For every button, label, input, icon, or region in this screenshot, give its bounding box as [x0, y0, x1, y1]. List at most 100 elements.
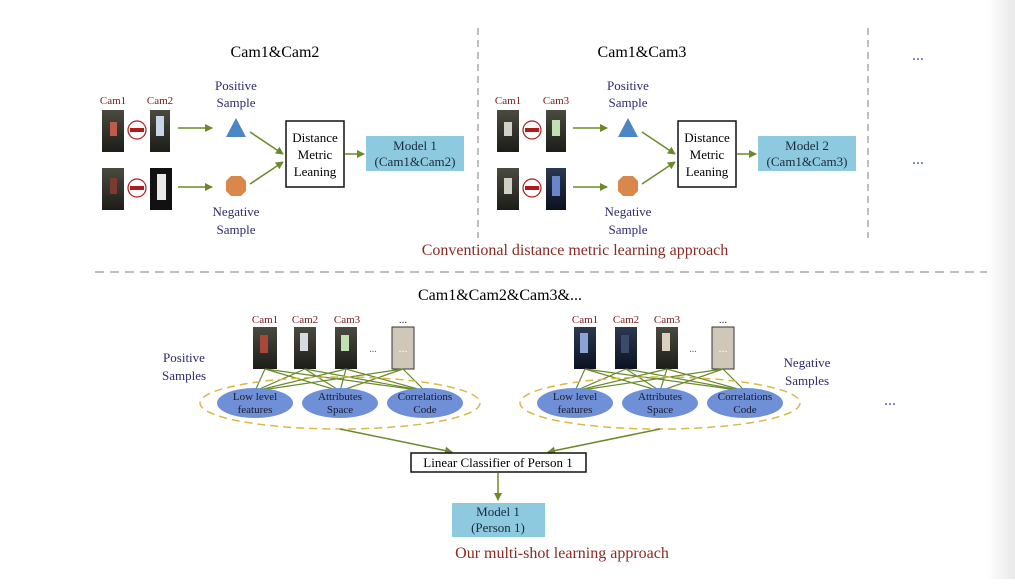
distance-metric-box	[677, 120, 737, 188]
cam-label: Cam3	[334, 314, 361, 326]
positive-sample-label: Positive	[607, 78, 649, 93]
cam-label: Cam2	[147, 95, 173, 107]
person-image-detail	[156, 116, 164, 136]
cam-label: Cam3	[654, 314, 681, 326]
person-image-detail	[300, 333, 308, 351]
panel-title: Cam1&Cam3	[598, 44, 687, 61]
feature-label: Space	[647, 404, 673, 416]
cam-label: Cam3	[543, 95, 570, 107]
person-image-detail	[580, 333, 588, 353]
arrow	[547, 428, 661, 455]
not-equal-bar	[525, 186, 539, 190]
ellipsis: ...	[912, 151, 924, 168]
cam-label: Cam1	[252, 314, 278, 326]
feature-label: Correlations	[718, 391, 772, 403]
bottom-title: Cam1&Cam2&Cam3&...	[418, 287, 582, 304]
ellipsis: ...	[912, 47, 924, 64]
model-label: (Cam1&Cam3)	[767, 154, 848, 169]
model-box	[452, 503, 545, 537]
connection-lines	[574, 368, 746, 392]
positive-samples-label: Samples	[162, 368, 206, 383]
ellipsis: ...	[884, 392, 896, 409]
cam-label: Cam1	[572, 314, 598, 326]
person-image-detail	[110, 178, 117, 194]
feature-label: Space	[327, 404, 353, 416]
negative-sample-label: Negative	[605, 204, 652, 219]
feature-node-attributes	[622, 388, 698, 418]
feature-label: Code	[413, 404, 436, 416]
feature-label: Code	[733, 404, 756, 416]
feature-label: features	[238, 404, 273, 416]
positive-triangle-icon	[226, 118, 246, 137]
dml-label: Metric	[298, 147, 333, 162]
feature-label: Low level	[233, 391, 277, 403]
person-image-detail	[504, 122, 512, 136]
arrow	[249, 131, 284, 155]
negative-octagon-icon	[618, 176, 638, 196]
dml-label: Distance	[292, 130, 338, 145]
model-box	[366, 136, 464, 171]
feature-node-low-level	[537, 388, 613, 418]
cam-label: ...	[399, 314, 408, 326]
arrow	[339, 428, 453, 455]
person-image-detail	[341, 335, 349, 351]
person-image-detail	[552, 120, 560, 136]
dots: ...	[689, 344, 697, 355]
positive-sample-label: Sample	[609, 95, 648, 110]
negative-sample-label: Sample	[217, 222, 256, 237]
model-box	[758, 136, 856, 171]
positive-sample-label: Positive	[215, 78, 257, 93]
not-equal-bar	[130, 186, 144, 190]
arrow	[249, 161, 284, 185]
right-edge-shade	[987, 0, 1015, 579]
model-label: (Person 1)	[471, 520, 525, 535]
model-label: Model 2	[785, 138, 829, 153]
dml-label: Metric	[690, 147, 725, 162]
positive-samples-group: Cam1 Cam2 Cam3 ... ... ... Low level fea…	[199, 314, 481, 430]
cam-label: ...	[719, 314, 728, 326]
positive-samples-label: Positive	[163, 350, 205, 365]
person-image-detail	[504, 178, 512, 194]
multishot-caption: Our multi-shot learning approach	[455, 545, 669, 562]
not-equal-bar	[130, 128, 144, 132]
dml-label: Leaning	[686, 164, 729, 179]
negative-samples-label: Negative	[784, 355, 831, 370]
feature-label: Correlations	[398, 391, 452, 403]
feature-node-low-level	[217, 388, 293, 418]
feature-label: Attributes	[638, 391, 682, 403]
feature-label: Attributes	[318, 391, 362, 403]
person-image-detail	[552, 176, 560, 196]
negative-octagon-icon	[226, 176, 246, 196]
cam-label: Cam2	[292, 314, 318, 326]
dml-label: Distance	[684, 130, 730, 145]
negative-samples-group: Cam1 Cam2 Cam3 ... ... ... Low level fea…	[519, 314, 801, 430]
dots: ...	[369, 344, 377, 355]
model-label: Model 1	[393, 138, 437, 153]
panel-cam1-cam2: Cam1&Cam2 Cam1 Cam2 Positive Sample Nega…	[100, 44, 464, 237]
distance-metric-box	[285, 120, 345, 188]
dots: ...	[719, 341, 728, 355]
positive-triangle-icon	[618, 118, 638, 137]
person-image-detail	[662, 333, 670, 351]
person-image-detail	[157, 174, 166, 200]
feature-label: Low level	[553, 391, 597, 403]
cam-label: Cam1	[495, 95, 521, 107]
panel-title: Cam1&Cam2	[231, 44, 320, 61]
cam-label: Cam1	[100, 95, 126, 107]
feature-node-correlations	[387, 388, 463, 418]
positive-sample-label: Sample	[217, 95, 256, 110]
not-equal-bar	[525, 128, 539, 132]
model-label: Model 1	[476, 504, 520, 519]
dml-label: Leaning	[294, 164, 337, 179]
person-image-detail	[110, 122, 117, 136]
feature-node-attributes	[302, 388, 378, 418]
person-image-detail	[621, 335, 629, 353]
negative-sample-label: Negative	[213, 204, 260, 219]
model-label: (Cam1&Cam2)	[375, 154, 456, 169]
feature-label: features	[558, 404, 593, 416]
linear-classifier-label: Linear Classifier of Person 1	[423, 455, 572, 470]
negative-sample-label: Sample	[609, 222, 648, 237]
dots: ...	[399, 341, 408, 355]
